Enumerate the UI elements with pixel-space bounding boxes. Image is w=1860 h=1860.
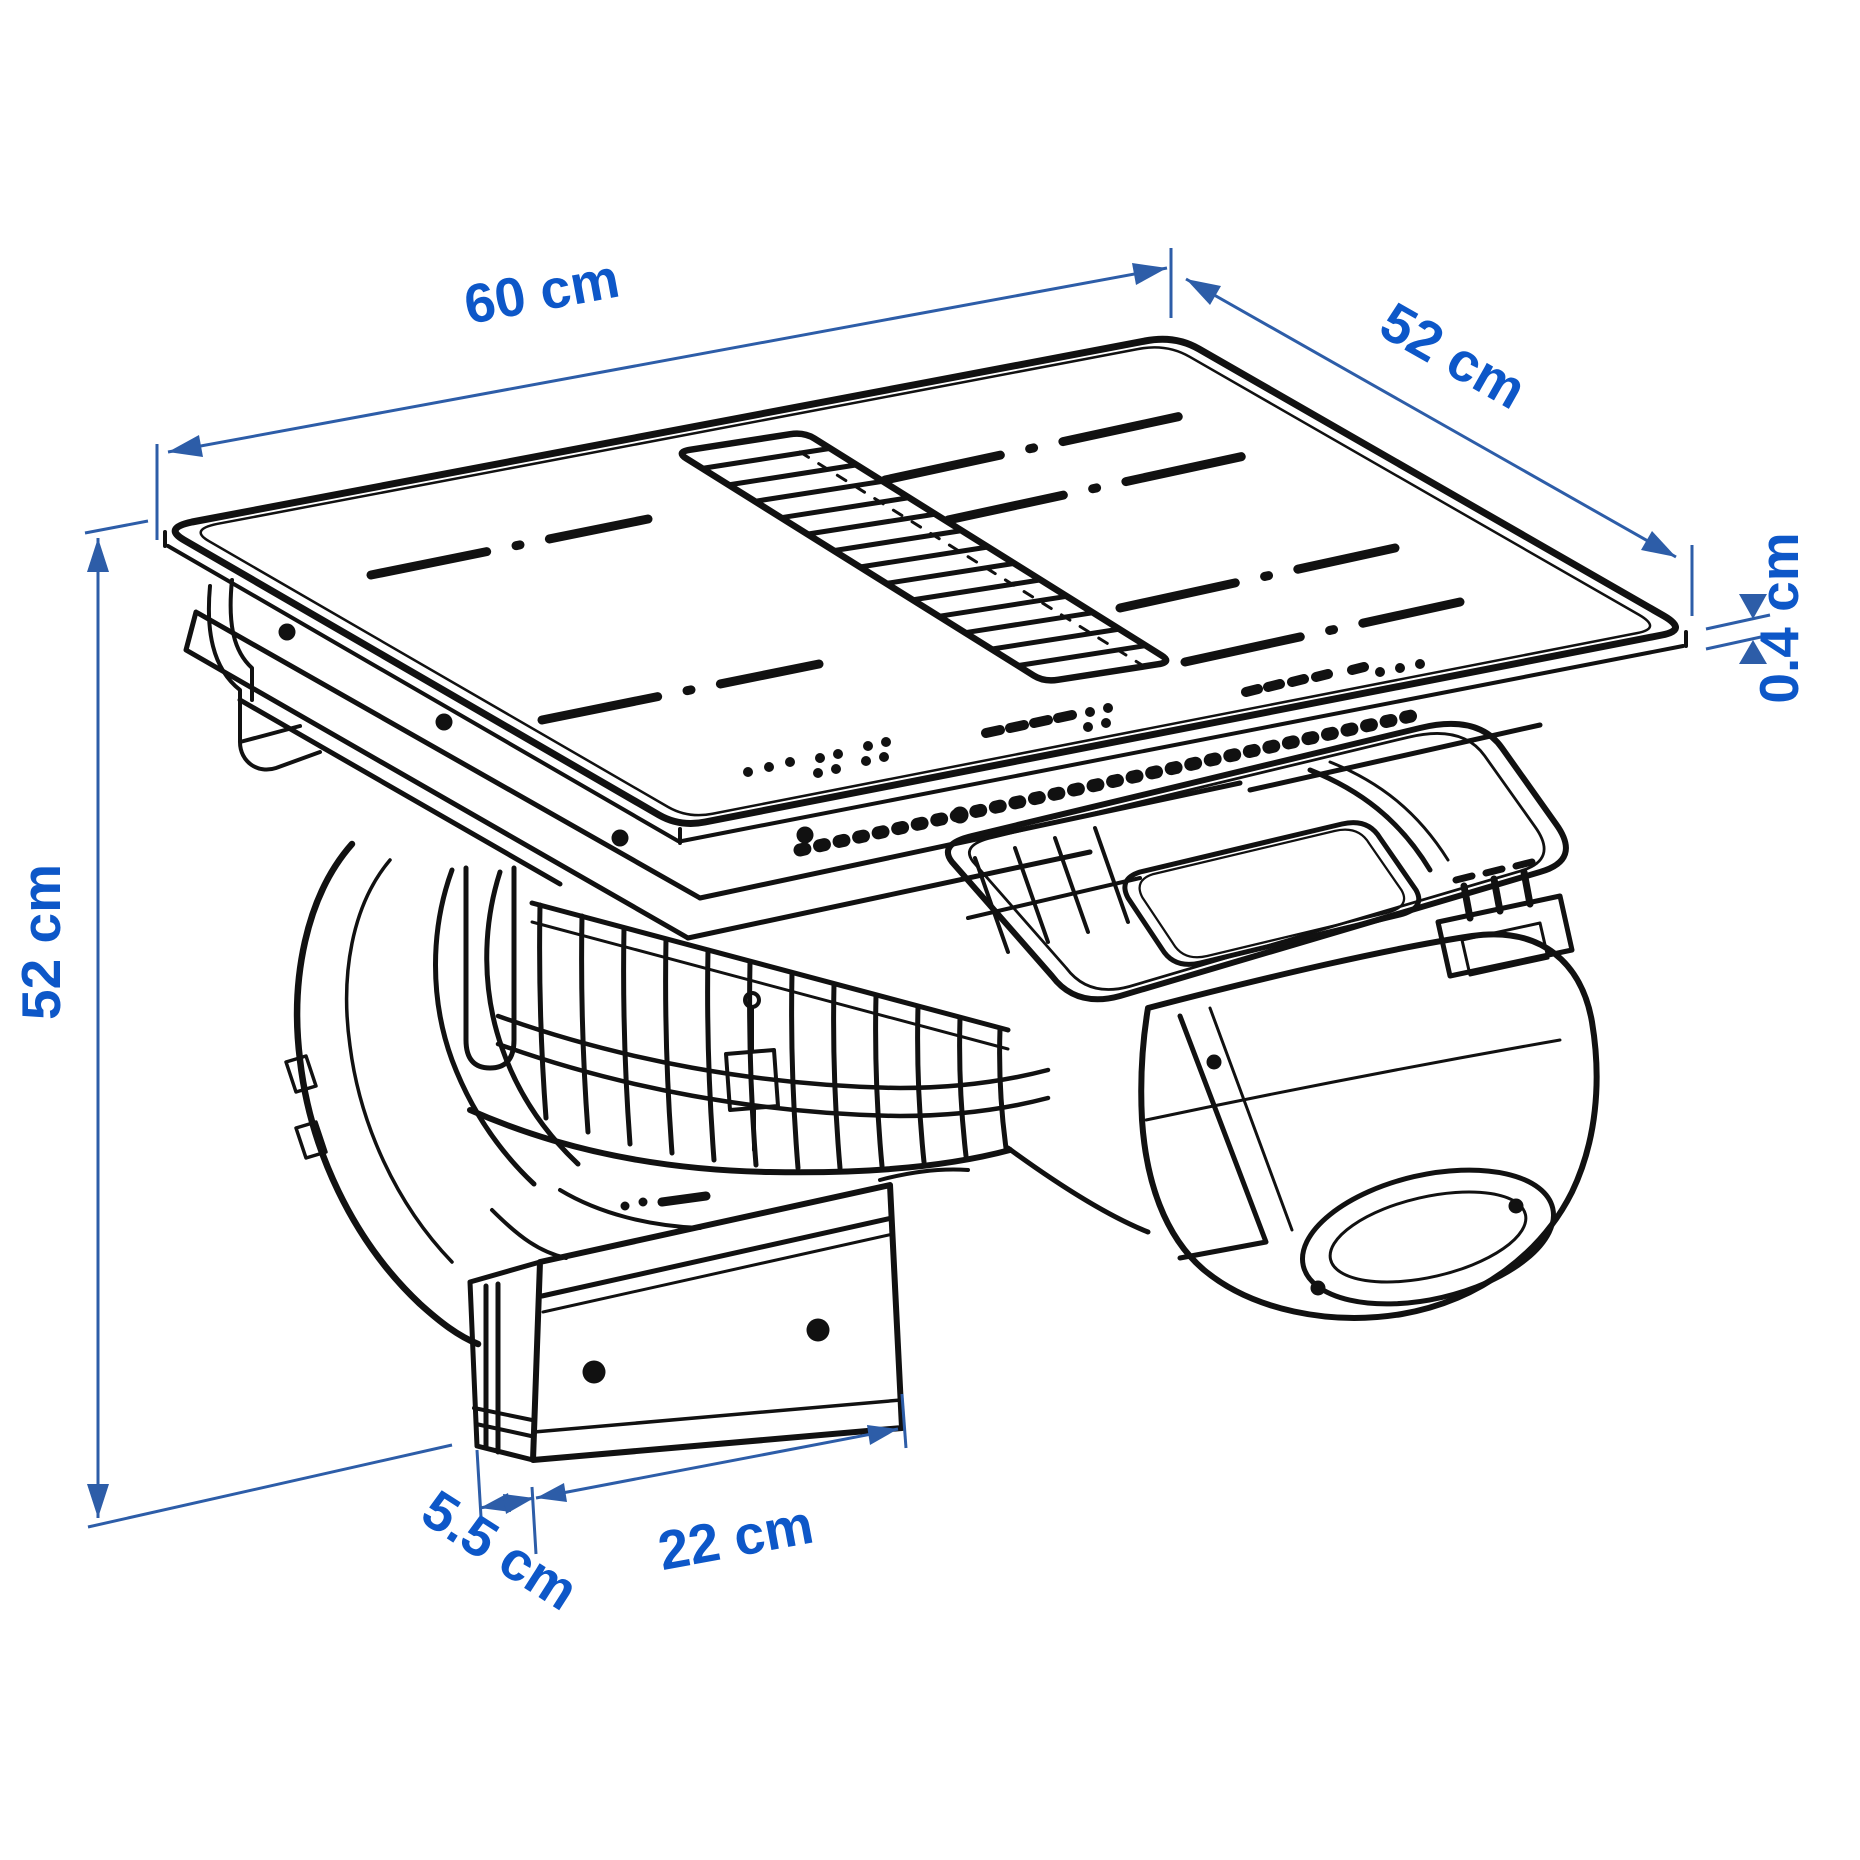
dimension-52cm-depth: 52 cm — [1185, 277, 1694, 616]
grille-slats — [699, 445, 1149, 669]
motor-pod-inner — [1328, 1190, 1528, 1284]
extension-line — [84, 519, 453, 1529]
cooking-zone-markings — [366, 407, 1465, 725]
dimension-label: 60 cm — [459, 247, 624, 336]
dimension-0-4cm: 0.4 cm — [1705, 532, 1810, 704]
hob-glass-top — [163, 335, 1688, 845]
duct-foot — [472, 1406, 534, 1438]
arrowhead — [168, 435, 203, 457]
extension-line — [1705, 613, 1771, 651]
dimension-label: 52 cm — [10, 864, 72, 1020]
dimension-60cm: 60 cm — [155, 247, 1173, 540]
motor-outline — [1138, 931, 1600, 1321]
motor-pod-outer — [1300, 1167, 1556, 1307]
dimension-52cm-height: 52 cm — [10, 519, 453, 1529]
fan-cowl-clips — [284, 1054, 328, 1160]
plenum-inner-rim — [968, 732, 1546, 991]
glass-thickness-edge — [163, 530, 1688, 845]
extension-line — [900, 1393, 908, 1449]
fan-clamp-band — [495, 1013, 1051, 1119]
arrowhead — [1641, 531, 1676, 557]
plenum-hose-echo — [1328, 760, 1450, 862]
plenum-channel-opening — [1122, 820, 1422, 967]
glass-outline-outer — [171, 335, 1679, 827]
frame-serrated-strip — [793, 706, 1432, 857]
grille-outline — [678, 430, 1170, 684]
plenum-channel-inner — [1138, 828, 1406, 959]
zone-left-back-line — [366, 514, 653, 580]
arrowhead — [503, 1494, 534, 1514]
motor-screws — [1206, 1054, 1524, 1296]
duct-front-face — [530, 1182, 905, 1463]
arrowhead — [1739, 594, 1767, 619]
control-panel-dots — [743, 659, 1426, 778]
arrowhead — [1186, 279, 1221, 305]
fan-tube — [463, 865, 517, 1071]
fan-pipes — [433, 867, 581, 1187]
fan-rib-rail — [529, 900, 1011, 1033]
mounting-frame — [183, 578, 1543, 941]
zone-right-front-line-1 — [1115, 543, 1400, 613]
duct-screw-holes — [582, 1318, 830, 1384]
grille-perforation-edge — [798, 450, 1152, 672]
arrowhead — [1739, 640, 1767, 664]
plenum-outer-rim — [945, 720, 1569, 1003]
duct-top-band-2 — [541, 1232, 895, 1314]
glass-outline-inner — [199, 346, 1652, 817]
duct-bottom-band — [532, 1398, 903, 1434]
fan-scroll-bottom — [467, 1107, 1013, 1176]
duct-label-marks — [620, 1191, 711, 1211]
zone-right-back-line-2 — [943, 447, 1268, 525]
fan-clamp-pin — [743, 991, 761, 1009]
dimension-line — [535, 1427, 899, 1500]
duct-transition-curves — [490, 1167, 970, 1260]
motor-connector — [1435, 893, 1575, 979]
zone-right-back-line-1 — [880, 407, 1205, 485]
motor-brace — [1177, 1013, 1269, 1261]
frame-bolts — [278, 623, 969, 847]
dimension-5-5cm: 5.5 cm — [411, 1449, 589, 1622]
dimension-label: 22 cm — [653, 1493, 818, 1582]
arrowhead — [536, 1483, 567, 1502]
dimension-label: 52 cm — [1370, 290, 1536, 421]
fan-clamp-buckle — [724, 1006, 780, 1152]
dimension-22cm: 22 cm — [535, 1393, 908, 1582]
zone-right-front-line-2 — [1180, 597, 1465, 667]
motor-seam — [1144, 1038, 1562, 1122]
arrowhead — [87, 538, 109, 572]
arrowhead — [1132, 263, 1167, 285]
fan-housing — [284, 840, 1151, 1348]
extractor-plenum — [945, 720, 1569, 1003]
frame-hook-bracket — [206, 578, 322, 772]
motor-brace-2 — [1208, 1006, 1294, 1232]
dimension-line — [167, 266, 1168, 454]
duct-top-band — [539, 1215, 895, 1299]
plenum-hose — [1307, 767, 1433, 873]
frame-rail-left — [183, 609, 703, 941]
zone-left-front-line — [537, 659, 824, 725]
vent-grille — [678, 430, 1170, 684]
exhaust-duct — [467, 1167, 970, 1463]
plenum-slats — [966, 826, 1142, 954]
fan-motor-unit — [1138, 858, 1600, 1321]
extension-line — [155, 248, 1173, 540]
arrowhead — [480, 1493, 511, 1512]
arrowhead — [87, 1484, 109, 1518]
fan-to-motor-joint — [1005, 1145, 1151, 1235]
fan-cowl-inner — [344, 858, 454, 1264]
dimension-label: 0.4 cm — [1748, 532, 1810, 703]
dimension-line — [1185, 277, 1677, 559]
fan-rib-rail-2 — [530, 920, 1010, 1051]
motor-connector-inner — [1460, 921, 1550, 977]
motor-connector-pins — [1452, 858, 1536, 922]
fan-ribs — [537, 902, 1009, 1171]
fan-cowl-outer — [293, 840, 482, 1348]
arrowhead — [867, 1425, 898, 1445]
